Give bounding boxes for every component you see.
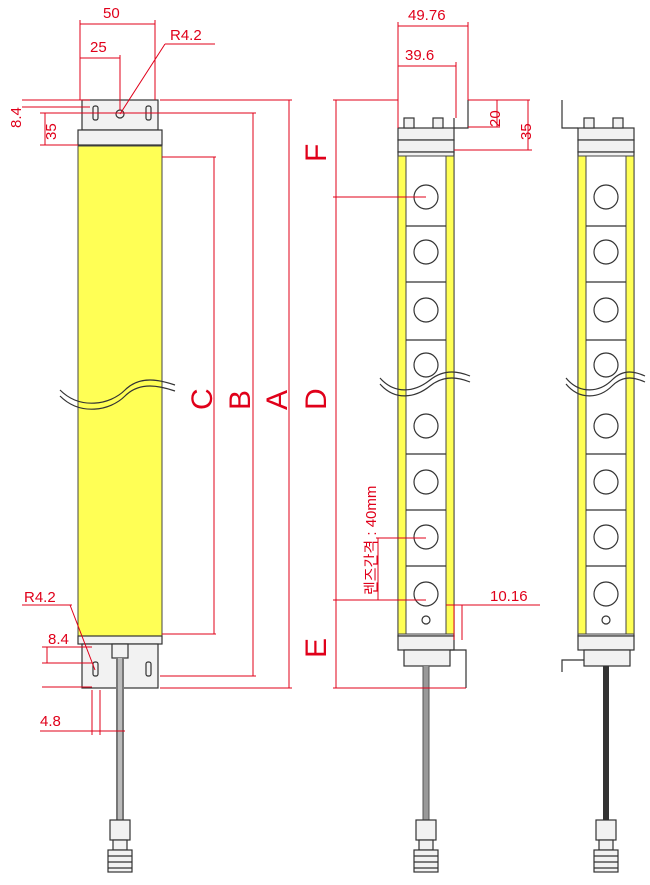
dim-radius-bottom: R4.2: [24, 589, 56, 606]
lens: [593, 524, 619, 550]
dim-width-25: 25: [90, 39, 107, 56]
side-view: [379, 100, 471, 873]
front-view: [59, 99, 176, 873]
dim-width-49-76: 49.76: [408, 7, 446, 24]
dim-letter-b: B: [224, 390, 257, 410]
dim-35-side: 35: [518, 123, 535, 140]
rear-view: [561, 100, 646, 873]
lens: [413, 413, 439, 439]
connector-body: [598, 839, 614, 851]
dim-letter-a: A: [261, 390, 294, 410]
lens-pitch-label: 렌즈간격 : 40mm: [363, 486, 380, 595]
dim-letter-c: C: [186, 388, 219, 410]
side-view-dimensions: 49.76 39.6 20 35 F D E 렌즈간격 : 40mm 10.16: [300, 7, 540, 689]
connector-nut: [415, 819, 437, 841]
lens: [593, 352, 619, 378]
top-bracket: [577, 127, 635, 141]
lens: [593, 581, 619, 607]
screw: [421, 615, 431, 625]
dim-8-4-bottom: 8.4: [48, 631, 69, 648]
bottom-endcap: [577, 635, 635, 651]
l-bracket: [561, 100, 578, 129]
cable-gland: [111, 643, 129, 659]
connector-body: [112, 839, 128, 851]
lens: [413, 352, 439, 378]
l-bracket: [450, 649, 467, 688]
connector-body: [418, 839, 434, 851]
lens: [593, 297, 619, 323]
bottom-bracket: [583, 649, 631, 667]
lens: [413, 524, 439, 550]
break-line: [59, 379, 176, 404]
connector-nut: [595, 819, 617, 841]
dim-radius-top: R4.2: [170, 27, 202, 44]
lens: [413, 297, 439, 323]
bolt: [612, 117, 624, 129]
lens: [413, 581, 439, 607]
dim-4-8: 4.8: [40, 713, 61, 730]
sensor-housing: [77, 145, 163, 637]
dim-width-50: 50: [103, 5, 120, 22]
dim-35-top: 35: [43, 123, 60, 140]
lens-column: [586, 184, 626, 625]
bottom-endcap: [77, 635, 163, 645]
slot-hole: [145, 661, 152, 677]
dim-20: 20: [487, 110, 504, 127]
lens: [593, 184, 619, 210]
dim-10-16: 10.16: [490, 588, 528, 605]
front-view-dimensions: 50 25 R4.2 8.4 35 C B A R4.2 8.4: [8, 5, 294, 735]
bolt: [403, 117, 415, 129]
lens: [593, 413, 619, 439]
l-bracket: [561, 659, 584, 672]
yellow-strip-right: [625, 155, 635, 635]
dim-8-4-top: 8.4: [8, 107, 25, 128]
dim-letter-f: F: [300, 144, 333, 162]
top-endcap: [77, 129, 163, 146]
bottom-bracket: [403, 649, 451, 667]
bottom-endcap: [397, 635, 455, 651]
dim-letter-e: E: [300, 638, 333, 658]
connector-nut: [109, 819, 131, 841]
connector-coupling: [413, 849, 439, 873]
bolt: [432, 117, 444, 129]
connector-coupling: [107, 849, 133, 873]
lens: [413, 239, 439, 265]
connector-coupling: [593, 849, 619, 873]
screw: [601, 615, 611, 625]
top-endcap: [577, 139, 635, 153]
top-bracket: [397, 127, 455, 141]
lens: [593, 239, 619, 265]
lens: [413, 469, 439, 495]
bolt: [583, 117, 595, 129]
top-endcap: [397, 139, 455, 153]
l-bracket: [453, 100, 469, 129]
break-line: [59, 385, 176, 410]
dim-width-39-6: 39.6: [405, 47, 434, 64]
slot-hole: [92, 661, 99, 677]
lens: [593, 469, 619, 495]
dim-letter-d: D: [300, 388, 333, 410]
yellow-strip-right: [445, 155, 455, 635]
